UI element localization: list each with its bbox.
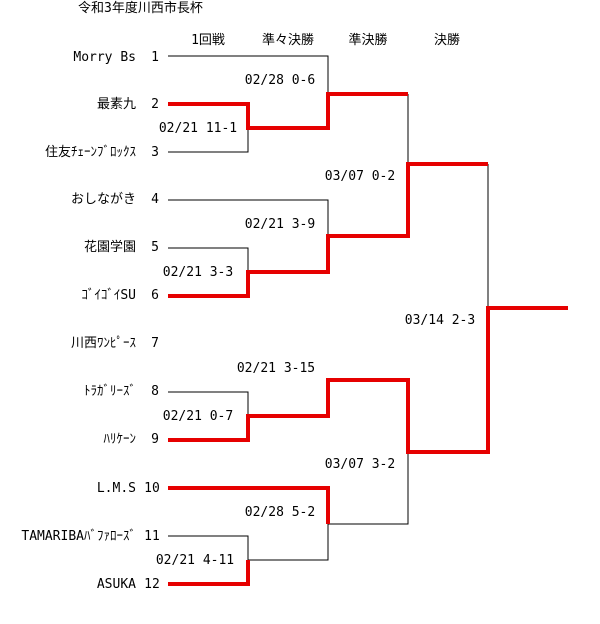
team-name: 住友ﾁｪｰﾝﾌﾞﾛｯｸｽ	[45, 144, 137, 160]
bracket-line	[328, 452, 409, 525]
team-seed: 2	[151, 97, 159, 112]
team-seed: 7	[151, 336, 159, 351]
team-seed: 4	[151, 192, 159, 207]
match-score-r1-a: 02/21 11-1	[159, 121, 237, 136]
match-score-qf-a: 02/28 0-6	[245, 73, 315, 88]
team-seed: 1	[151, 50, 159, 65]
team-name: おしながき	[71, 192, 136, 207]
bracket-line	[168, 391, 249, 416]
team-name: ｺﾞｲｺﾞｲSU	[81, 288, 136, 303]
team-name: Morry Bs	[73, 50, 136, 65]
bracket-line	[248, 488, 329, 561]
round-header-qf: 準々決勝	[262, 32, 314, 48]
team-seed: 6	[151, 288, 159, 303]
team-name: ﾄﾗｶﾞﾘｰｽﾞ	[84, 384, 136, 399]
match-score-qf-c: 02/21 3-15	[237, 361, 315, 376]
winner-path	[168, 162, 488, 298]
team-name: TAMARIBAﾊﾞﾌｧﾛｰｽﾞ	[21, 529, 136, 544]
team-seed: 10	[144, 481, 160, 496]
match-score-sf-b: 03/07 3-2	[325, 457, 395, 472]
match-score-r1-c: 02/21 0-7	[163, 409, 233, 424]
winner-paths	[168, 92, 568, 586]
team-name: 川西ﾜﾝﾋﾟｰｽ	[71, 336, 137, 351]
team-seed: 11	[144, 529, 160, 544]
round-header-r1: 1回戦	[191, 33, 225, 48]
winner-path	[168, 560, 250, 586]
match-score-qf-b: 02/21 3-9	[245, 217, 315, 232]
round-header-sf: 準決勝	[348, 32, 387, 48]
team-seed: 12	[144, 577, 160, 592]
bracket-title: 令和3年度川西市長杯	[78, 0, 203, 16]
bracket-lines	[168, 55, 489, 561]
match-score-r1-d: 02/21 4-11	[156, 553, 234, 568]
match-score-final: 03/14 2-3	[405, 313, 475, 328]
match-score-r1-b: 02/21 3-3	[163, 265, 233, 280]
bracket-line	[168, 247, 249, 272]
winner-path	[168, 92, 408, 130]
team-name: 最素九	[97, 97, 136, 112]
winner-path	[168, 306, 568, 454]
team-seed: 5	[151, 240, 159, 255]
team-name: 花園学園	[84, 239, 136, 255]
bracket-line	[168, 199, 329, 236]
match-score-sf-a: 03/07 0-2	[325, 169, 395, 184]
match-score-qf-d: 02/28 5-2	[245, 505, 315, 520]
team-seed: 3	[151, 145, 159, 160]
team-seed: 9	[151, 432, 159, 447]
winner-path	[168, 486, 330, 524]
round-header-final: 決勝	[434, 33, 460, 48]
bracket-line	[168, 55, 329, 94]
team-name: L.M.S	[97, 481, 136, 496]
bracket-line	[168, 535, 249, 560]
team-seed: 8	[151, 384, 159, 399]
team-name: ﾊﾘｹｰﾝ	[104, 432, 137, 447]
team-name: ASUKA	[97, 577, 136, 592]
